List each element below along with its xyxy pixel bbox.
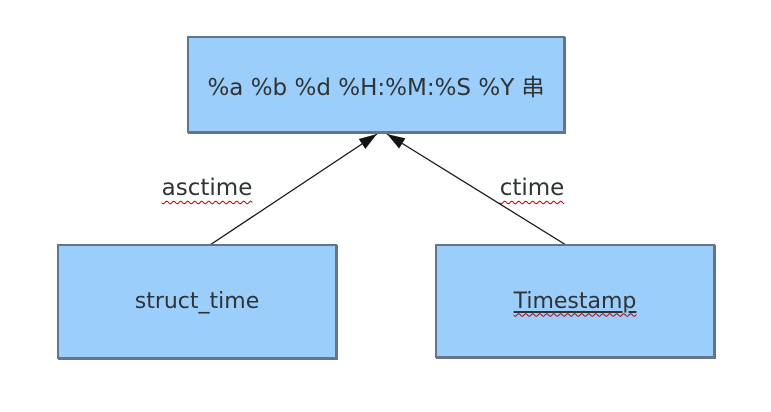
edge-label-ctime: ctime bbox=[499, 175, 565, 201]
node-format-string-label: %a %b %d %H:%M:%S %Y 串 bbox=[207, 74, 545, 101]
node-format-string: %a %b %d %H:%M:%S %Y 串 bbox=[187, 36, 565, 133]
node-timestamp-label: Timestamp bbox=[513, 288, 637, 314]
node-struct-time: struct_time bbox=[57, 244, 337, 359]
edge-label-asctime: asctime bbox=[161, 175, 253, 201]
node-struct-time-label: struct_time bbox=[134, 289, 260, 314]
node-timestamp: Timestamp bbox=[435, 244, 715, 358]
